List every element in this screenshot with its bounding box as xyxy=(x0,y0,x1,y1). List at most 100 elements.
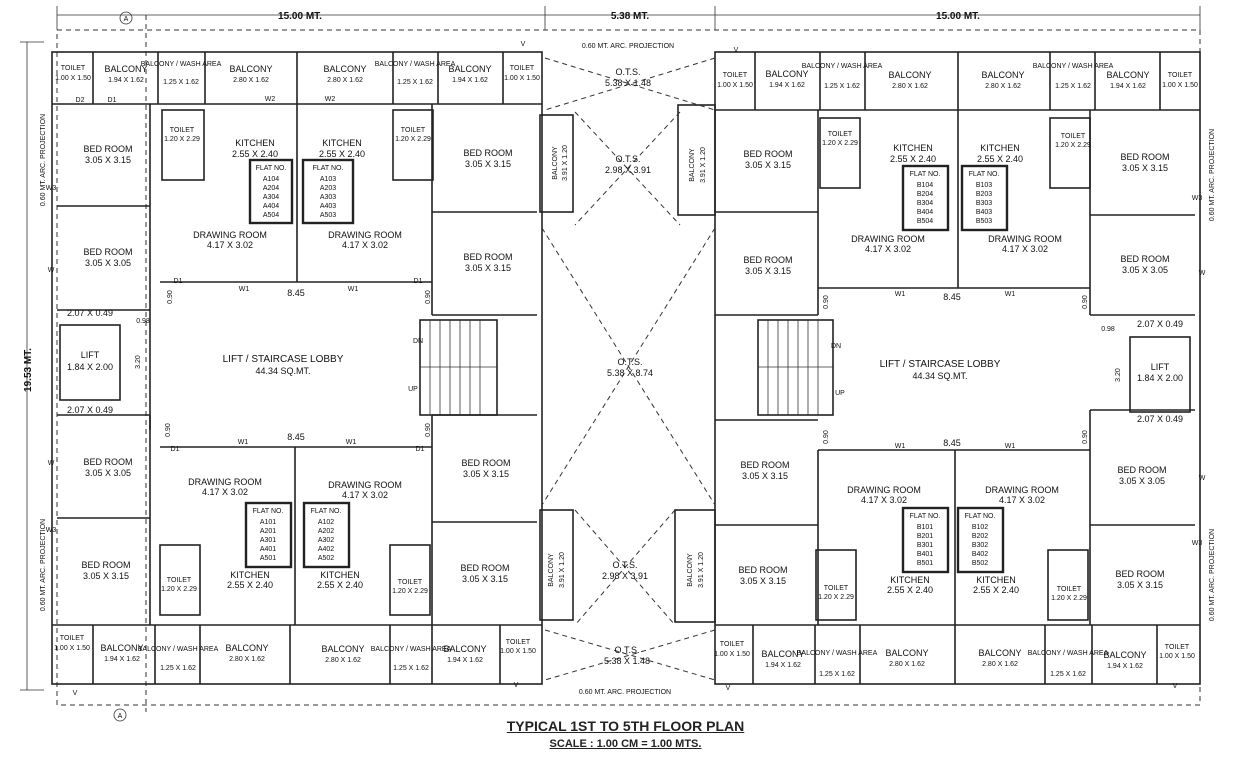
label: BALCONY xyxy=(765,69,808,79)
projection-label-top: 0.60 MT. ARC. PROJECTION xyxy=(582,43,674,50)
label: 4.17 X 3.02 xyxy=(202,487,248,497)
label: BED ROOM xyxy=(1120,152,1169,162)
flat-box-a-tr xyxy=(301,158,355,225)
label: BALCONY xyxy=(981,70,1024,80)
flat-number: B403 xyxy=(976,209,992,216)
ots-cross xyxy=(544,629,716,681)
flat-number: B101 xyxy=(917,524,933,531)
label: 3.20 xyxy=(1115,368,1122,382)
label: BALCONY xyxy=(689,148,696,182)
label: LIFT / STAIRCASE LOBBY xyxy=(223,354,344,365)
label: DRAWING ROOM xyxy=(328,480,402,490)
label: 0.98 xyxy=(136,318,150,325)
label: 8.45 xyxy=(943,292,961,302)
label: 2.55 X 2.40 xyxy=(227,580,273,590)
mark-v: V xyxy=(73,690,78,697)
label: 2.80 X 1.62 xyxy=(233,77,269,84)
label: LIFT xyxy=(81,350,100,360)
flat-number: B102 xyxy=(972,524,988,531)
mark-w3: W3 xyxy=(1192,540,1203,547)
flat-number: B302 xyxy=(972,542,988,549)
label: 3.20 xyxy=(135,355,142,369)
flat-heading: FLAT NO. xyxy=(969,171,1000,178)
label: DN xyxy=(413,338,423,345)
label: LIFT / STAIRCASE LOBBY xyxy=(880,359,1001,370)
label: 4.17 X 3.02 xyxy=(342,240,388,250)
mark-d1: D1 xyxy=(171,446,180,453)
flat-number: A501 xyxy=(260,555,276,562)
label: 2.80 X 1.62 xyxy=(889,661,925,668)
flat-number: B201 xyxy=(917,533,933,540)
label: BED ROOM xyxy=(1115,569,1164,579)
flat-number: B104 xyxy=(917,182,933,189)
label: O.T.S. xyxy=(617,357,642,367)
label: BALCONY xyxy=(548,553,555,587)
label: 0.90 xyxy=(1082,430,1089,444)
label: BALCONY / WASH AREA xyxy=(802,63,883,70)
mark-w1: W1 xyxy=(1005,291,1016,298)
label: TOILET xyxy=(60,635,85,642)
mark-w2: W2 xyxy=(325,96,336,103)
flat-number: A102 xyxy=(318,519,334,526)
label: 1.00 X 1.50 xyxy=(55,75,91,82)
flat-number: B303 xyxy=(976,200,992,207)
label: 1.00 X 1.50 xyxy=(1159,653,1195,660)
flat-number: B503 xyxy=(976,218,992,225)
toilet-wall xyxy=(1047,549,1089,621)
label: 1.94 X 1.62 xyxy=(104,656,140,663)
mark-w: W xyxy=(48,267,55,274)
flat-number: B402 xyxy=(972,551,988,558)
label: TOILET xyxy=(510,65,535,72)
label: 2.55 X 2.40 xyxy=(887,585,933,595)
ots-cross xyxy=(544,57,716,111)
label: BALCONY xyxy=(885,648,928,658)
stair-wall xyxy=(419,319,498,416)
label: 1.20 X 2.29 xyxy=(818,594,854,601)
label: TOILET xyxy=(167,577,192,584)
label: 3.05 X 3.15 xyxy=(462,574,508,584)
flat-number: B301 xyxy=(917,542,933,549)
label: 1.94 X 1.62 xyxy=(765,662,801,669)
projection-label-left-bottom: 0.60 MT. ARC. PROJECTION xyxy=(40,519,47,611)
side-balcony-wall xyxy=(539,114,574,213)
mark-w2: W2 xyxy=(265,96,276,103)
mark-w1: W1 xyxy=(1005,443,1016,450)
flat-number: B103 xyxy=(976,182,992,189)
label: 2.80 X 1.62 xyxy=(892,83,928,90)
label: DRAWING ROOM xyxy=(985,485,1059,495)
label: BALCONY xyxy=(761,649,804,659)
label: 2.80 X 1.62 xyxy=(229,656,265,663)
label: 0.90 xyxy=(425,290,432,304)
projection-label-left-top: 0.60 MT. ARC. PROJECTION xyxy=(40,114,47,206)
label: 3.05 X 3.15 xyxy=(463,469,509,479)
label: 1.20 X 2.29 xyxy=(1055,142,1091,149)
label: 1.25 X 1.62 xyxy=(1050,671,1086,678)
flat-box-b-bl xyxy=(901,506,950,574)
label: BALCONY xyxy=(323,64,366,74)
flat-heading: FLAT NO. xyxy=(311,508,342,515)
label: BED ROOM xyxy=(463,148,512,158)
flat-heading: FLAT NO. xyxy=(965,513,996,520)
label: 1.25 X 1.62 xyxy=(393,665,429,672)
label: BALCONY / WASH AREA xyxy=(1028,650,1109,657)
mark-d1: D1 xyxy=(108,97,117,104)
flat-number: B202 xyxy=(972,533,988,540)
label: 3.05 X 3.15 xyxy=(465,159,511,169)
lift-wall xyxy=(59,324,121,401)
mark-d1: D1 xyxy=(414,278,423,285)
label: KITCHEN xyxy=(235,138,275,148)
label: 5.38 X 1.48 xyxy=(604,656,650,666)
flat-box-a-tl xyxy=(248,158,294,225)
flat-number: A403 xyxy=(320,203,336,210)
label: 3.91 X 1.20 xyxy=(698,552,705,588)
label: 3.05 X 3.15 xyxy=(742,471,788,481)
label: KITCHEN xyxy=(893,143,933,153)
flat-number: B401 xyxy=(917,551,933,558)
label: TOILET xyxy=(720,641,745,648)
label: UP xyxy=(835,390,845,397)
flat-number: A301 xyxy=(260,537,276,544)
